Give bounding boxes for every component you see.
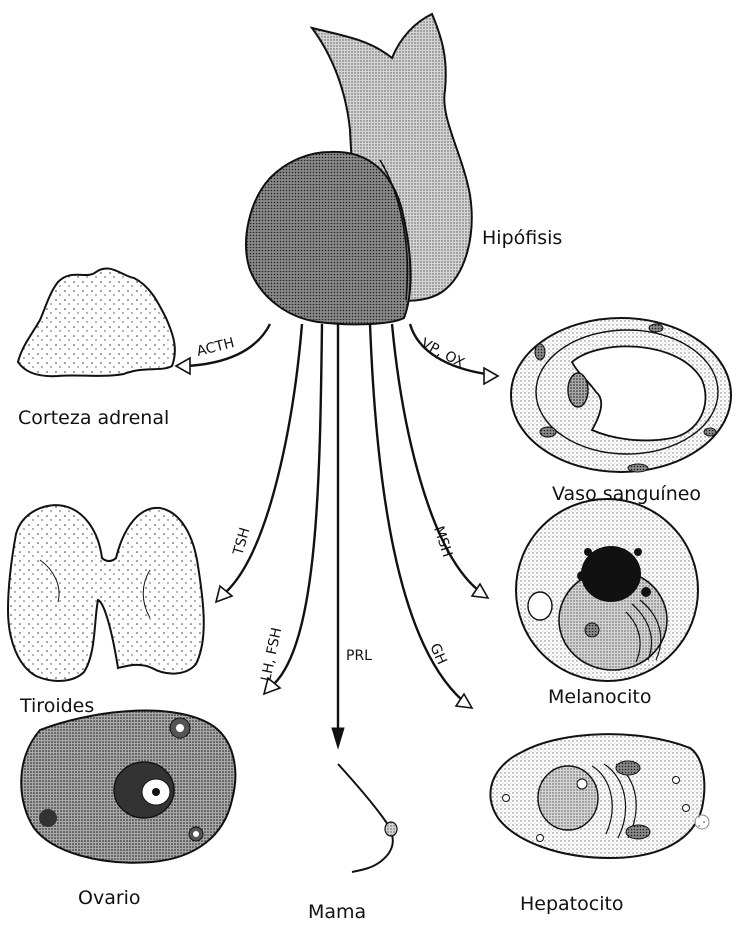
melanocyte-illustration bbox=[516, 499, 698, 681]
hormone-gh-label: GH bbox=[426, 641, 449, 667]
hepatocyte-illustration bbox=[490, 734, 709, 858]
thyroid-illustration bbox=[8, 505, 204, 681]
corteza-adrenal-label: Corteza adrenal bbox=[18, 407, 169, 429]
hormone-msh-label: MSH bbox=[430, 524, 455, 559]
mama-label: Mama bbox=[308, 901, 366, 923]
melanocito-label: Melanocito bbox=[548, 686, 651, 708]
ovario-label: Ovario bbox=[78, 887, 141, 909]
blood-vessel-illustration bbox=[511, 318, 731, 472]
hipofisis-label: Hipófisis bbox=[482, 227, 562, 249]
breast-illustration bbox=[338, 764, 397, 872]
pituitary-gland bbox=[246, 14, 472, 324]
arrow-prl bbox=[332, 324, 344, 748]
arrow-tsh bbox=[216, 324, 302, 602]
arrow-gh bbox=[370, 324, 472, 708]
anterior-lobe bbox=[246, 152, 410, 324]
ovary-illustration bbox=[21, 711, 235, 863]
hepatocito-label: Hepatocito bbox=[520, 893, 624, 915]
adrenal-cortex-illustration bbox=[18, 268, 175, 376]
tiroides-label: Tiroides bbox=[19, 695, 94, 717]
hormone-tsh-label: TSH bbox=[230, 526, 253, 558]
hormone-acth-label: ACTH bbox=[195, 335, 236, 360]
hormone-prl-label: PRL bbox=[346, 648, 372, 664]
hormone-vp-ox-label: VP, OX bbox=[418, 335, 467, 371]
